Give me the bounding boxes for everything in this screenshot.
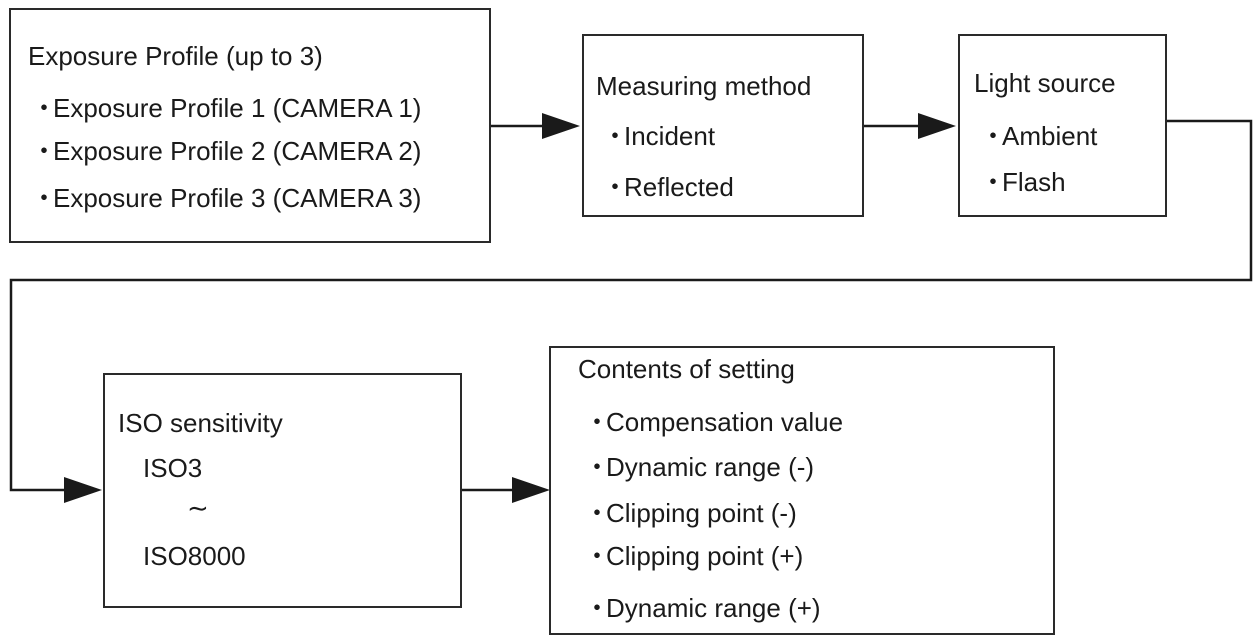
bullet-icon: ・ <box>584 498 611 528</box>
bullet-icon: ・ <box>584 541 611 571</box>
light-source-item-flash: ・Flash <box>980 162 1066 199</box>
setting-item-clipping-point-minus: ・Clipping point (-) <box>584 493 797 530</box>
exposure-profile-item-1: ・Exposure Profile 1 (CAMERA 1) <box>31 88 421 125</box>
measuring-method-box: Measuring method ・Incident ・Reflected <box>582 34 864 217</box>
arrow-method-to-source-head <box>918 113 956 139</box>
bullet-icon: ・ <box>980 167 1007 197</box>
setting-item-dynamic-range-plus: ・Dynamic range (+) <box>584 588 821 625</box>
bullet-icon: ・ <box>602 121 629 151</box>
bullet-icon: ・ <box>31 93 58 123</box>
exposure-profile-item-3: ・Exposure Profile 3 (CAMERA 3) <box>31 178 421 215</box>
bullet-icon: ・ <box>584 452 611 482</box>
bullet-icon: ・ <box>980 121 1007 151</box>
iso-max-value: ISO8000 <box>143 541 246 571</box>
iso-sensitivity-box: ISO sensitivity ISO3 ∼ ISO8000 <box>103 373 462 608</box>
bullet-icon: ・ <box>584 407 611 437</box>
arrow-source-to-iso-head <box>64 477 102 503</box>
measuring-method-title: Measuring method <box>596 71 812 101</box>
light-source-item-ambient: ・Ambient <box>980 116 1097 153</box>
setting-item-clipping-point-plus: ・Clipping point (+) <box>584 536 803 573</box>
setting-item-compensation-value: ・Compensation value <box>584 402 843 439</box>
arrow-iso-to-settings-head <box>512 477 550 503</box>
iso-sensitivity-title: ISO sensitivity <box>118 408 283 438</box>
setting-item-dynamic-range-minus: ・Dynamic range (-) <box>584 447 814 484</box>
iso-min-value: ISO3 <box>143 453 203 483</box>
exposure-profile-box: Exposure Profile (up to 3) ・Exposure Pro… <box>9 8 491 243</box>
bullet-icon: ・ <box>584 593 611 623</box>
exposure-profile-title: Exposure Profile (up to 3) <box>28 41 323 71</box>
arrow-profile-to-method-head <box>542 113 580 139</box>
bullet-icon: ・ <box>31 183 58 213</box>
light-source-title: Light source <box>974 68 1116 98</box>
arrow-source-to-iso-line <box>9 119 1253 492</box>
light-source-box: Light source ・Ambient ・Flash <box>958 34 1167 217</box>
measuring-method-item-reflected: ・Reflected <box>602 167 734 204</box>
contents-of-setting-title: Contents of setting <box>578 354 795 384</box>
bullet-icon: ・ <box>31 136 58 166</box>
contents-of-setting-box: Contents of setting ・Compensation value … <box>549 346 1055 635</box>
bullet-icon: ・ <box>602 172 629 202</box>
exposure-profile-item-2: ・Exposure Profile 2 (CAMERA 2) <box>31 131 421 168</box>
measuring-method-item-incident: ・Incident <box>602 116 715 153</box>
iso-range-symbol: ∼ <box>187 493 209 523</box>
